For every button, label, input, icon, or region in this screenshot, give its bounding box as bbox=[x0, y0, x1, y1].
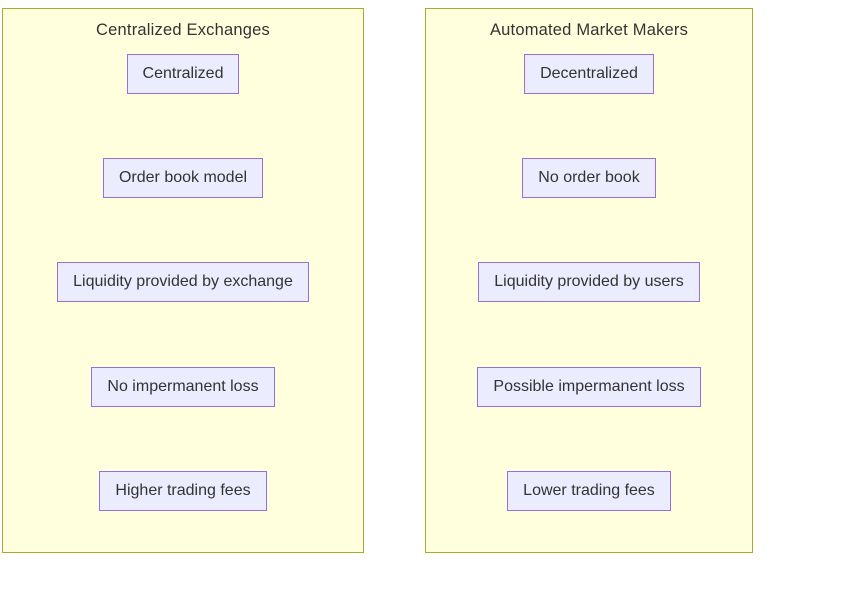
node-slot: Liquidity provided by exchange bbox=[3, 262, 363, 302]
node-no-order-book: No order book bbox=[522, 158, 656, 198]
node-slot: Higher trading fees bbox=[3, 471, 363, 511]
node-slot: Possible impermanent loss bbox=[426, 367, 752, 407]
node-slot: Lower trading fees bbox=[426, 471, 752, 511]
subgraph-automated-market-makers: Automated Market Makers Decentralized No… bbox=[425, 8, 753, 553]
subgraph-title: Centralized Exchanges bbox=[96, 21, 270, 39]
node-slot: No order book bbox=[426, 158, 752, 198]
node-higher-trading-fees: Higher trading fees bbox=[99, 471, 267, 511]
node-order-book-model: Order book model bbox=[102, 158, 264, 198]
node-slot: Order book model bbox=[3, 158, 363, 198]
node-centralized: Centralized bbox=[126, 54, 240, 94]
node-lower-trading-fees: Lower trading fees bbox=[507, 471, 671, 511]
node-liquidity-provided-by-exchange: Liquidity provided by exchange bbox=[57, 262, 309, 302]
node-no-impermanent-loss: No impermanent loss bbox=[91, 367, 275, 407]
node-liquidity-provided-by-users: Liquidity provided by users bbox=[478, 262, 700, 302]
node-slot: Liquidity provided by users bbox=[426, 262, 752, 302]
node-slot: Decentralized bbox=[426, 54, 752, 94]
subgraph-centralized-exchanges: Centralized Exchanges Centralized Order … bbox=[2, 8, 364, 553]
node-slot: No impermanent loss bbox=[3, 367, 363, 407]
node-possible-impermanent-loss: Possible impermanent loss bbox=[477, 367, 701, 407]
node-slot: Centralized bbox=[3, 54, 363, 94]
node-decentralized: Decentralized bbox=[524, 54, 654, 94]
subgraph-title: Automated Market Makers bbox=[489, 21, 689, 39]
